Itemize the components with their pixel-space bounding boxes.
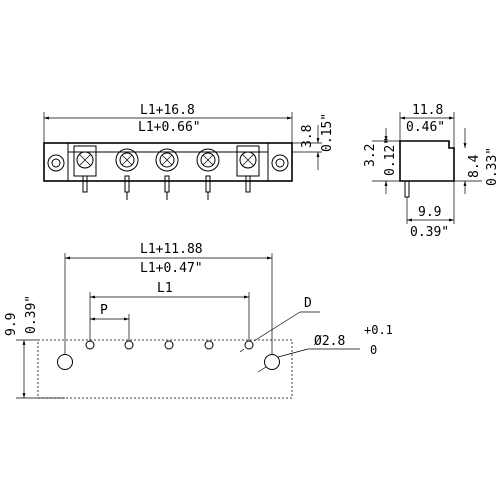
side-left-height-mm: 3.2 (363, 144, 378, 167)
terminal-2 (115, 148, 139, 200)
hole-diameter-label: D (304, 296, 312, 311)
pcb-footprint: L1+11.88 L1+0.47" L1 P D Ø2.8 +0.1 0 9.9… (4, 242, 393, 399)
side-right-height-in: 0.33" (485, 147, 500, 186)
front-height-mm: 3.8 (300, 125, 315, 148)
pin-hole-3 (164, 340, 174, 350)
fix-hole-right (264, 354, 280, 370)
pitch-label: P (100, 303, 108, 318)
front-overall-mm: L1+16.8 (140, 103, 195, 118)
side-bottom-width-in: 0.39" (410, 225, 449, 240)
front-height-in: 0.15" (320, 113, 335, 152)
pin-hole-5 (244, 340, 254, 350)
side-right-height-mm: 8.4 (467, 154, 482, 178)
side-width-in: 0.46" (406, 120, 445, 135)
fix-hole-tol-lower: 0 (370, 343, 377, 357)
terminal-4 (196, 148, 220, 200)
fix-hole-left (57, 354, 73, 370)
pin-hole-1 (85, 340, 95, 350)
pin-hole-2 (124, 340, 134, 350)
terminal-3 (155, 148, 179, 200)
terminal-1 (73, 145, 97, 193)
connector-body-front (43, 142, 293, 182)
footprint-outline (37, 339, 293, 399)
flange-hole-right (271, 154, 289, 172)
connector-body-side (399, 140, 455, 182)
side-bottom-width-mm: 9.9 (418, 205, 441, 220)
fix-hole-tol-upper: +0.1 (364, 323, 393, 337)
front-overall-in: L1+0.66" (138, 120, 201, 135)
footprint-depth-in: 0.39" (24, 295, 39, 334)
side-view: 11.8 0.46" 3.2 0.12" 8.4 0.33" 9.9 0.39" (363, 103, 500, 240)
fix-hole-diameter: Ø2.8 (314, 334, 345, 349)
footprint-overall-mm: L1+11.88 (140, 242, 203, 257)
side-width-mm: 11.8 (412, 103, 443, 118)
footprint-l1: L1 (157, 281, 173, 296)
footprint-depth-mm: 9.9 (4, 313, 19, 336)
terminal-5 (236, 145, 260, 193)
footprint-overall-in: L1+0.47" (140, 261, 203, 276)
pin-hole-4 (204, 340, 214, 350)
flange-hole-left (47, 154, 65, 172)
side-left-height-in: 0.12" (383, 137, 398, 176)
front-view: L1+16.8 L1+0.66" 3.8 0.15" (43, 103, 335, 200)
